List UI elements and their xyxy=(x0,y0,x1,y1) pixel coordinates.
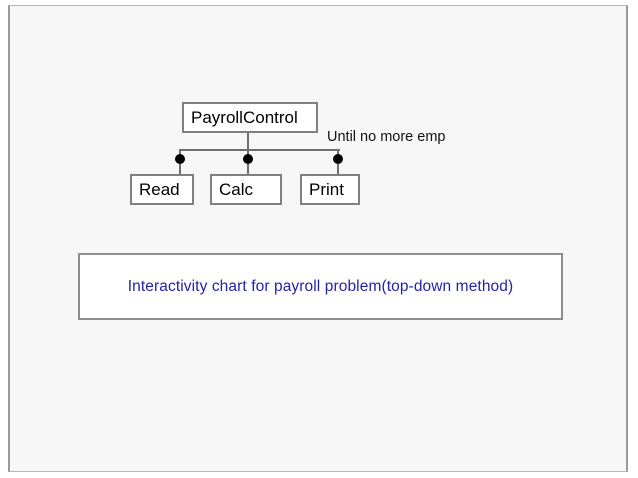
junction-dot-icon-calc xyxy=(243,154,253,164)
node-payrollcontrol[interactable]: PayrollControl xyxy=(182,102,318,133)
node-calc[interactable]: Calc xyxy=(210,174,282,205)
interactivity-chart-diagram: PayrollControl Read Calc Print Until no … xyxy=(10,6,626,471)
junction-dot-icon-print xyxy=(333,154,343,164)
junction-dot-icon-read xyxy=(175,154,185,164)
connector-root-stem xyxy=(247,133,249,150)
node-print-label: Print xyxy=(309,180,344,199)
node-read[interactable]: Read xyxy=(130,174,194,205)
loop-annotation-label: Until no more emp xyxy=(327,129,446,145)
node-calc-label: Calc xyxy=(219,180,254,199)
caption-text: Interactivity chart for payroll problem(… xyxy=(127,277,514,295)
node-print[interactable]: Print xyxy=(300,174,360,205)
connector-tail-calc xyxy=(247,164,249,175)
connector-horizontal-bus xyxy=(180,149,340,151)
slide-canvas: PayrollControl Read Calc Print Until no … xyxy=(8,5,628,472)
connector-tail-read xyxy=(179,164,181,175)
node-payrollcontrol-label: PayrollControl xyxy=(191,108,298,127)
caption-box: Interactivity chart for payroll problem(… xyxy=(78,253,563,320)
connector-tail-print xyxy=(337,164,339,175)
node-read-label: Read xyxy=(139,180,180,199)
